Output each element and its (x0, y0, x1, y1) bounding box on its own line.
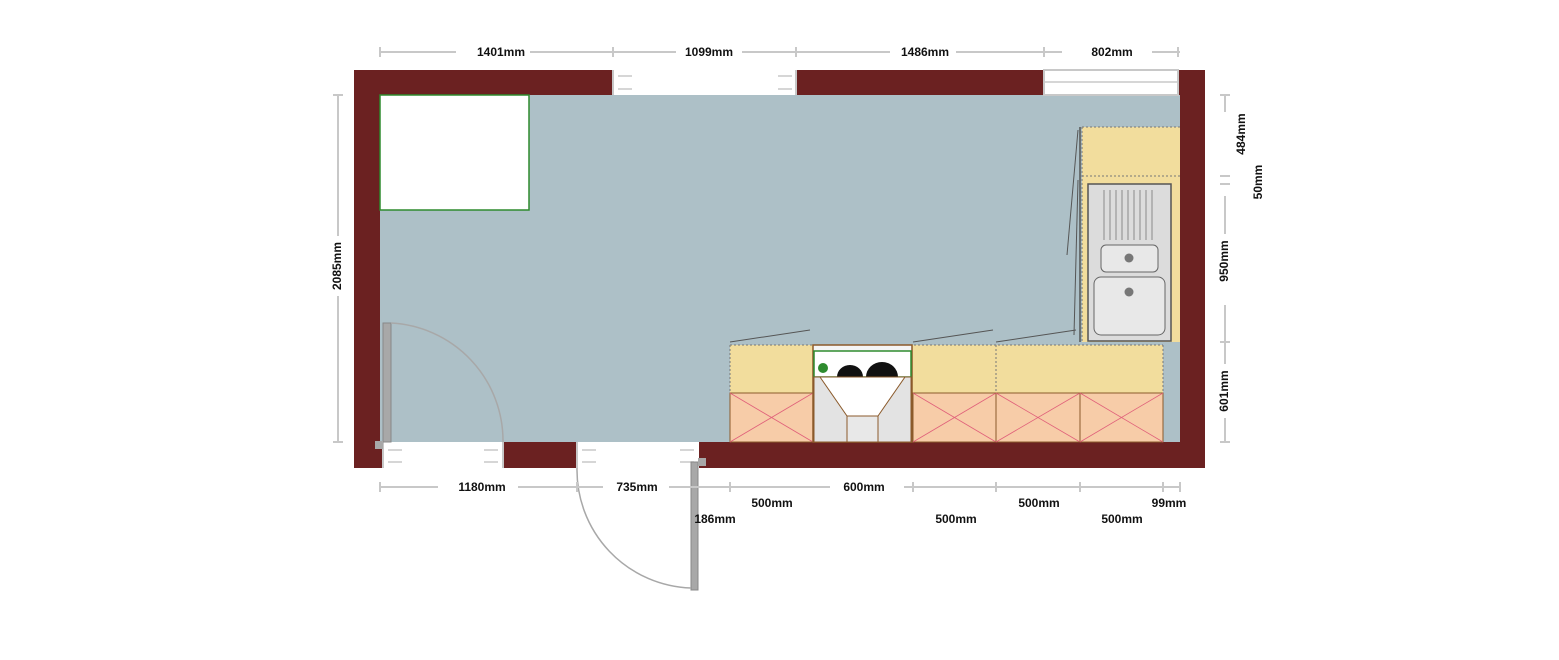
left-dimensions: 2085mm (330, 94, 344, 443)
dim-left: 2085mm (330, 242, 344, 290)
base-unit-door[interactable] (729, 392, 814, 443)
bottom-worktop (729, 329, 1180, 442)
base-units (729, 392, 1164, 443)
right-dimensions: 484mm 50mm 950mm 601mm (1217, 94, 1265, 443)
dim-bottom-8: 500mm (1018, 496, 1059, 510)
dim-bottom-5: 186mm (694, 512, 735, 526)
dim-top-3: 1486mm (901, 45, 949, 59)
top-window-1[interactable] (612, 70, 797, 95)
bottom-door[interactable] (576, 442, 706, 591)
top-window-2[interactable] (1043, 69, 1179, 96)
cooker-hob[interactable] (812, 344, 913, 443)
dim-right-1: 484mm (1234, 113, 1248, 154)
fridge-cabinet[interactable] (379, 94, 530, 211)
dim-top-4: 802mm (1091, 45, 1132, 59)
base-unit-door[interactable] (995, 392, 1081, 443)
dim-top-1: 1401mm (477, 45, 525, 59)
left-door[interactable] (375, 322, 504, 449)
dim-top-2: 1099mm (685, 45, 733, 59)
dim-bottom-7: 500mm (935, 512, 976, 526)
base-unit-door[interactable] (912, 392, 997, 443)
dim-bottom-4: 99mm (1152, 496, 1187, 510)
dim-right-2: 50mm (1251, 165, 1265, 200)
dim-bottom-6: 500mm (751, 496, 792, 510)
dim-bottom-1: 1180mm (458, 480, 505, 494)
bottom-window[interactable] (382, 442, 504, 468)
dim-right-4: 601mm (1217, 370, 1231, 411)
dim-bottom-2: 735mm (616, 480, 657, 494)
dim-right-3: 950mm (1217, 240, 1231, 281)
top-dimensions: 1401mm 1099mm 1486mm 802mm (379, 45, 1180, 59)
base-unit-door[interactable] (1079, 392, 1164, 443)
dim-bottom-9: 500mm (1101, 512, 1142, 526)
double-sink[interactable] (1087, 183, 1172, 342)
bottom-dimensions: 1180mm 735mm 600mm 99mm 186mm 500mm 500m… (379, 480, 1187, 526)
dim-bottom-3: 600mm (843, 480, 884, 494)
